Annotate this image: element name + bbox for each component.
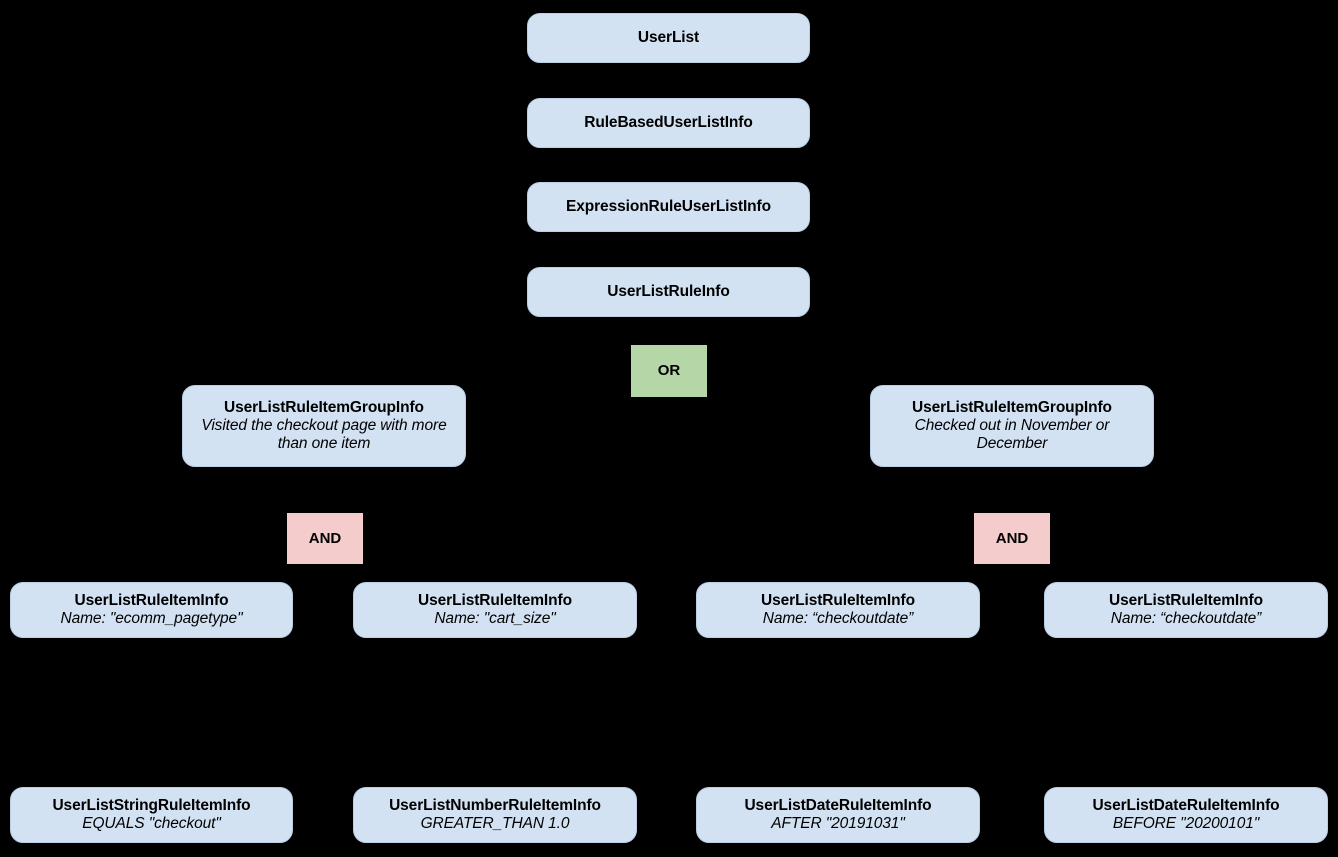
node-title: UserListRuleItemInfo	[1109, 592, 1263, 610]
edge-group-left-to-ruleitem-cart-size	[387, 466, 496, 583]
node-subtitle: Checked out in November or December	[914, 417, 1110, 452]
node-subtitle: Name: "cart_size"	[434, 610, 556, 627]
node-title: UserListRuleInfo	[607, 283, 730, 301]
node-title: RuleBasedUserListInfo	[584, 114, 753, 132]
node-subtitle: Name: “checkoutdate”	[1110, 610, 1262, 627]
node-subtitle: AFTER "20191031"	[771, 815, 905, 832]
node-title: UserListDateRuleItemInfo	[744, 797, 932, 815]
node-subtitle: EQUALS "checkout"	[82, 815, 221, 832]
node-title: ExpressionRuleUserListInfo	[566, 198, 771, 216]
node-title: UserListStringRuleItemInfo	[52, 797, 251, 815]
node-rulebaseduserlistinfo[interactable]: RuleBasedUserListInfo	[527, 98, 810, 148]
node-title: AND	[995, 529, 1029, 547]
node-title: UserListRuleItemInfo	[418, 592, 572, 610]
node-title: UserList	[637, 29, 700, 47]
node-userlistruleinfo[interactable]: UserListRuleInfo	[527, 267, 810, 317]
node-userlist[interactable]: UserList	[527, 13, 810, 63]
node-title: UserListNumberRuleItemInfo	[389, 797, 601, 815]
node-and-operator-left[interactable]: AND	[287, 513, 363, 564]
edge-group-right-to-ruleitem-checkoutdate-after	[837, 466, 949, 583]
node-and-operator-right[interactable]: AND	[974, 513, 1050, 564]
edge-group-right-to-ruleitem-checkoutdate-before	[1075, 466, 1187, 583]
node-title: UserListRuleItemInfo	[74, 592, 229, 610]
node-expressionruleuserlistinfo[interactable]: ExpressionRuleUserListInfo	[527, 182, 810, 232]
node-subtitle: Visited the checkout page with more than…	[201, 417, 447, 452]
edge-userlistruleinfo-to-group-right	[776, 316, 1013, 386]
node-subtitle: BEFORE "20200101"	[1112, 815, 1260, 832]
node-subtitle: Name: “checkoutdate”	[762, 610, 914, 627]
node-title: UserListRuleItemGroupInfo	[224, 399, 424, 417]
node-subtitle: Name: "ecomm_pagetype"	[60, 610, 243, 627]
node-title: AND	[308, 529, 342, 547]
edge-group-left-to-ruleitem-ecomm-pagetype	[150, 466, 261, 583]
node-or-operator[interactable]: OR	[631, 345, 707, 397]
edge-userlistruleinfo-to-group-left	[323, 316, 561, 386]
node-title: UserListRuleItemGroupInfo	[912, 399, 1112, 417]
node-title: OR	[657, 362, 681, 380]
node-subtitle: GREATER_THAN 1.0	[420, 815, 570, 832]
node-title: UserListRuleItemInfo	[761, 592, 915, 610]
node-title: UserListDateRuleItemInfo	[1092, 797, 1280, 815]
